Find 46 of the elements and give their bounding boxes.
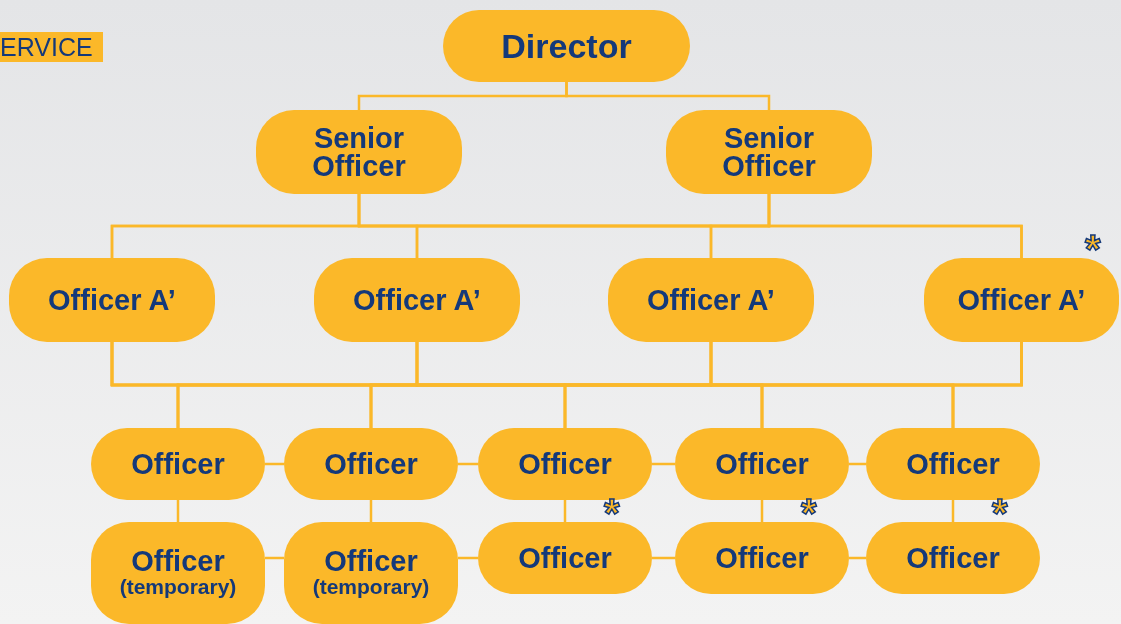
- connector-line: [563, 500, 567, 522]
- connector-line: [565, 82, 771, 110]
- org-box: [91, 522, 265, 624]
- connector-line: [265, 556, 284, 560]
- connector-line: [951, 500, 955, 522]
- node-subtitle: (temporary): [119, 575, 237, 599]
- connector-line: [176, 500, 180, 522]
- asterisk-mark: *: [604, 498, 620, 520]
- header-text: ERVICE: [0, 32, 103, 62]
- org-box: [284, 522, 458, 624]
- node-title: Officer A’: [956, 286, 1087, 314]
- asterisk-mark: *: [801, 498, 817, 520]
- node-title: Officer: [517, 450, 613, 478]
- node-title: Officer: [714, 450, 810, 478]
- node-subtitle: (temporary): [312, 575, 430, 599]
- connector-line: [458, 556, 478, 560]
- node-title: Officer: [323, 547, 419, 575]
- connector-line: [767, 194, 1023, 258]
- connector-line: [265, 462, 284, 466]
- node-title: Officer: [714, 544, 810, 572]
- connector-line: [458, 462, 478, 466]
- node-title: Officer: [905, 450, 1001, 478]
- node-title: Senior Officer: [721, 124, 817, 180]
- node-title: Officer A’: [646, 286, 776, 314]
- node-title: Officer: [130, 547, 226, 575]
- org-box: [924, 258, 1119, 342]
- connector-line: [652, 556, 675, 560]
- node-title: Officer A’: [47, 286, 177, 314]
- node-title: Director: [500, 32, 633, 60]
- node-title: Officer: [130, 450, 226, 478]
- node-title: Officer: [323, 450, 419, 478]
- connector-line: [760, 500, 764, 522]
- connector-line: [652, 462, 675, 466]
- node-title: Senior Officer: [311, 124, 407, 180]
- asterisk-mark: *: [1085, 234, 1101, 256]
- node-title: Officer: [905, 544, 1001, 572]
- org-box: [256, 110, 462, 194]
- node-title: Officer: [517, 544, 613, 572]
- node-title: Officer A’: [352, 286, 482, 314]
- org-box: [608, 258, 814, 342]
- asterisk-mark: *: [992, 498, 1008, 520]
- connector-line: [369, 500, 373, 522]
- org-box: [666, 110, 872, 194]
- org-box: [314, 258, 520, 342]
- org-box: [9, 258, 215, 342]
- connector-line: [951, 342, 1023, 428]
